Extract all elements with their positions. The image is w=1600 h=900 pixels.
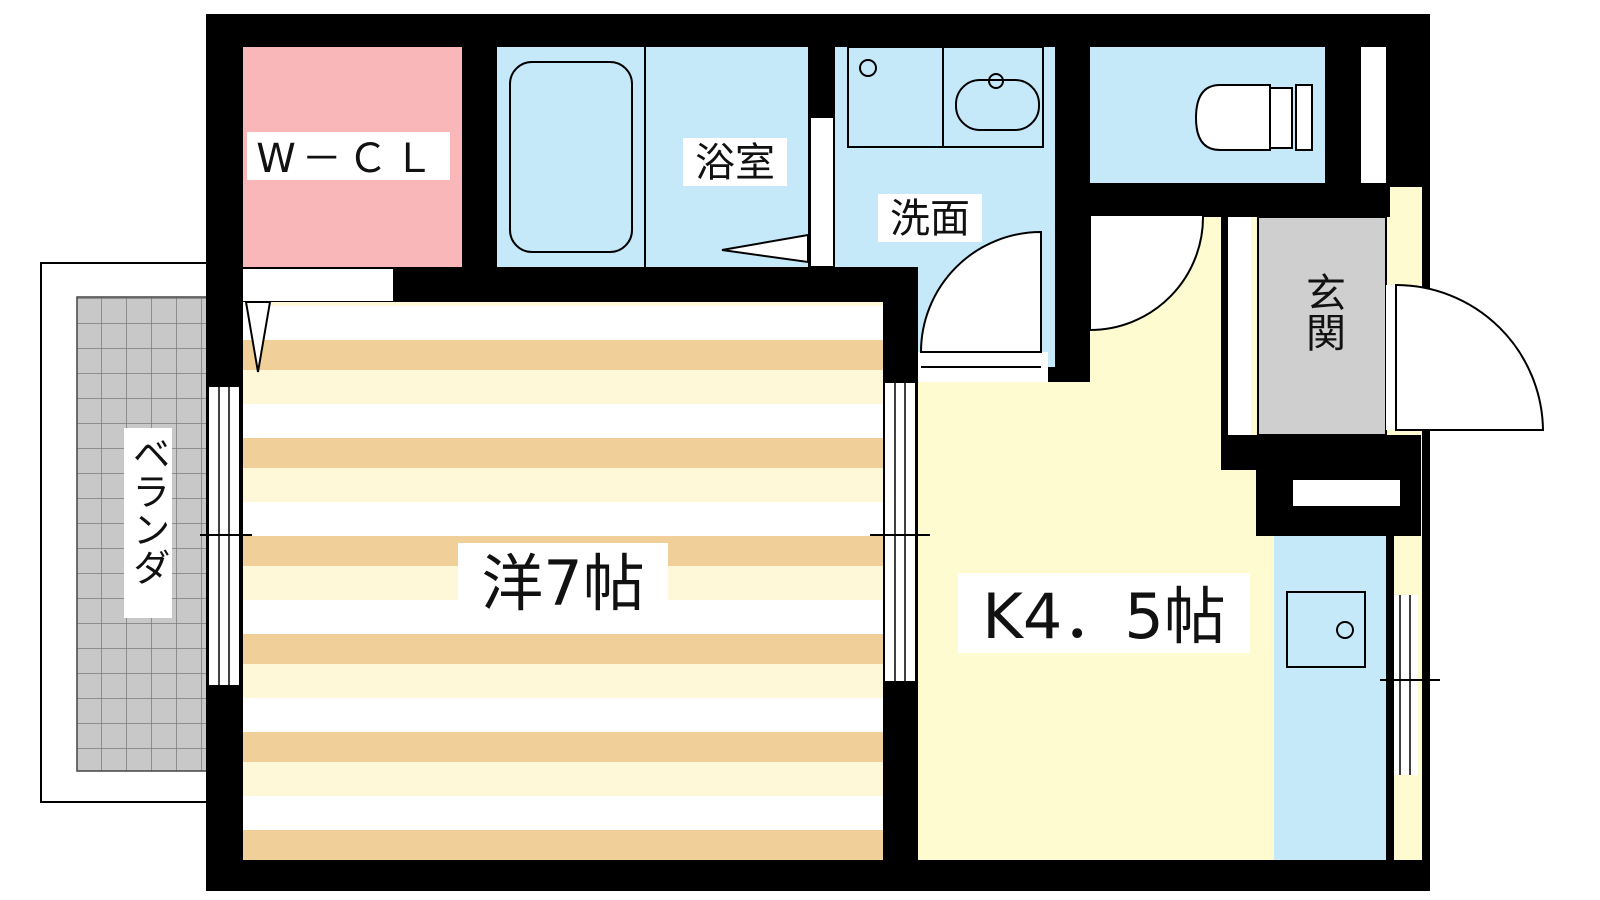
kitchen-counter	[1274, 536, 1386, 860]
kitchen-label-bg	[958, 573, 1250, 653]
window-strip-right	[1394, 595, 1418, 775]
wall-closet-bath	[462, 47, 497, 267]
window-strip-top-right	[1361, 47, 1386, 183]
cabinet-slot	[1293, 480, 1400, 506]
balcony-label-bg	[124, 428, 172, 618]
label-western-room: 洋7帖	[481, 547, 644, 620]
bathroom-label-bg	[683, 138, 787, 186]
entrance-floor	[1257, 216, 1387, 436]
wall-bath-wash	[808, 47, 835, 117]
window-mid	[883, 381, 917, 683]
label-entrance: 玄関	[1299, 272, 1345, 352]
label-bathroom: 浴室	[695, 140, 775, 186]
closet-door-opening	[243, 269, 393, 301]
wall-entrance-bottom	[1221, 435, 1421, 470]
bathtub	[509, 61, 633, 253]
wall-toilet-right	[1325, 47, 1361, 183]
toilet-tank	[1295, 84, 1313, 151]
faucet	[1336, 621, 1354, 639]
drain-icon	[859, 59, 877, 77]
label-walk-in-closet: W－ＣＬ	[256, 136, 440, 182]
kitchen-counter-edge	[1386, 536, 1394, 860]
basin-drain	[988, 73, 1004, 89]
wall-above-western	[393, 267, 918, 302]
entrance-door-swing	[1395, 283, 1545, 431]
basin	[955, 79, 1040, 131]
toilet-bowl	[1194, 84, 1271, 151]
toilet-door-swing	[1089, 214, 1205, 332]
label-washroom: 洗面	[890, 196, 970, 242]
western-label-bg	[458, 543, 668, 619]
closet-door-arrow	[244, 301, 272, 373]
washroom-door-swing	[919, 230, 1042, 353]
label-kitchen: K4．5帖	[982, 580, 1226, 653]
bath-door-frame	[809, 116, 835, 268]
washroom-label-bg	[878, 194, 982, 242]
closet-label-bg	[247, 132, 450, 180]
bath-door-arrow	[721, 233, 809, 264]
sink	[1286, 591, 1366, 668]
toilet-seat-base	[1269, 87, 1293, 149]
wall-wash-toilet	[1055, 47, 1090, 382]
entrance-step	[1228, 217, 1251, 435]
washing-machine-space	[847, 46, 944, 148]
label-balcony: ベランダ	[126, 434, 170, 586]
